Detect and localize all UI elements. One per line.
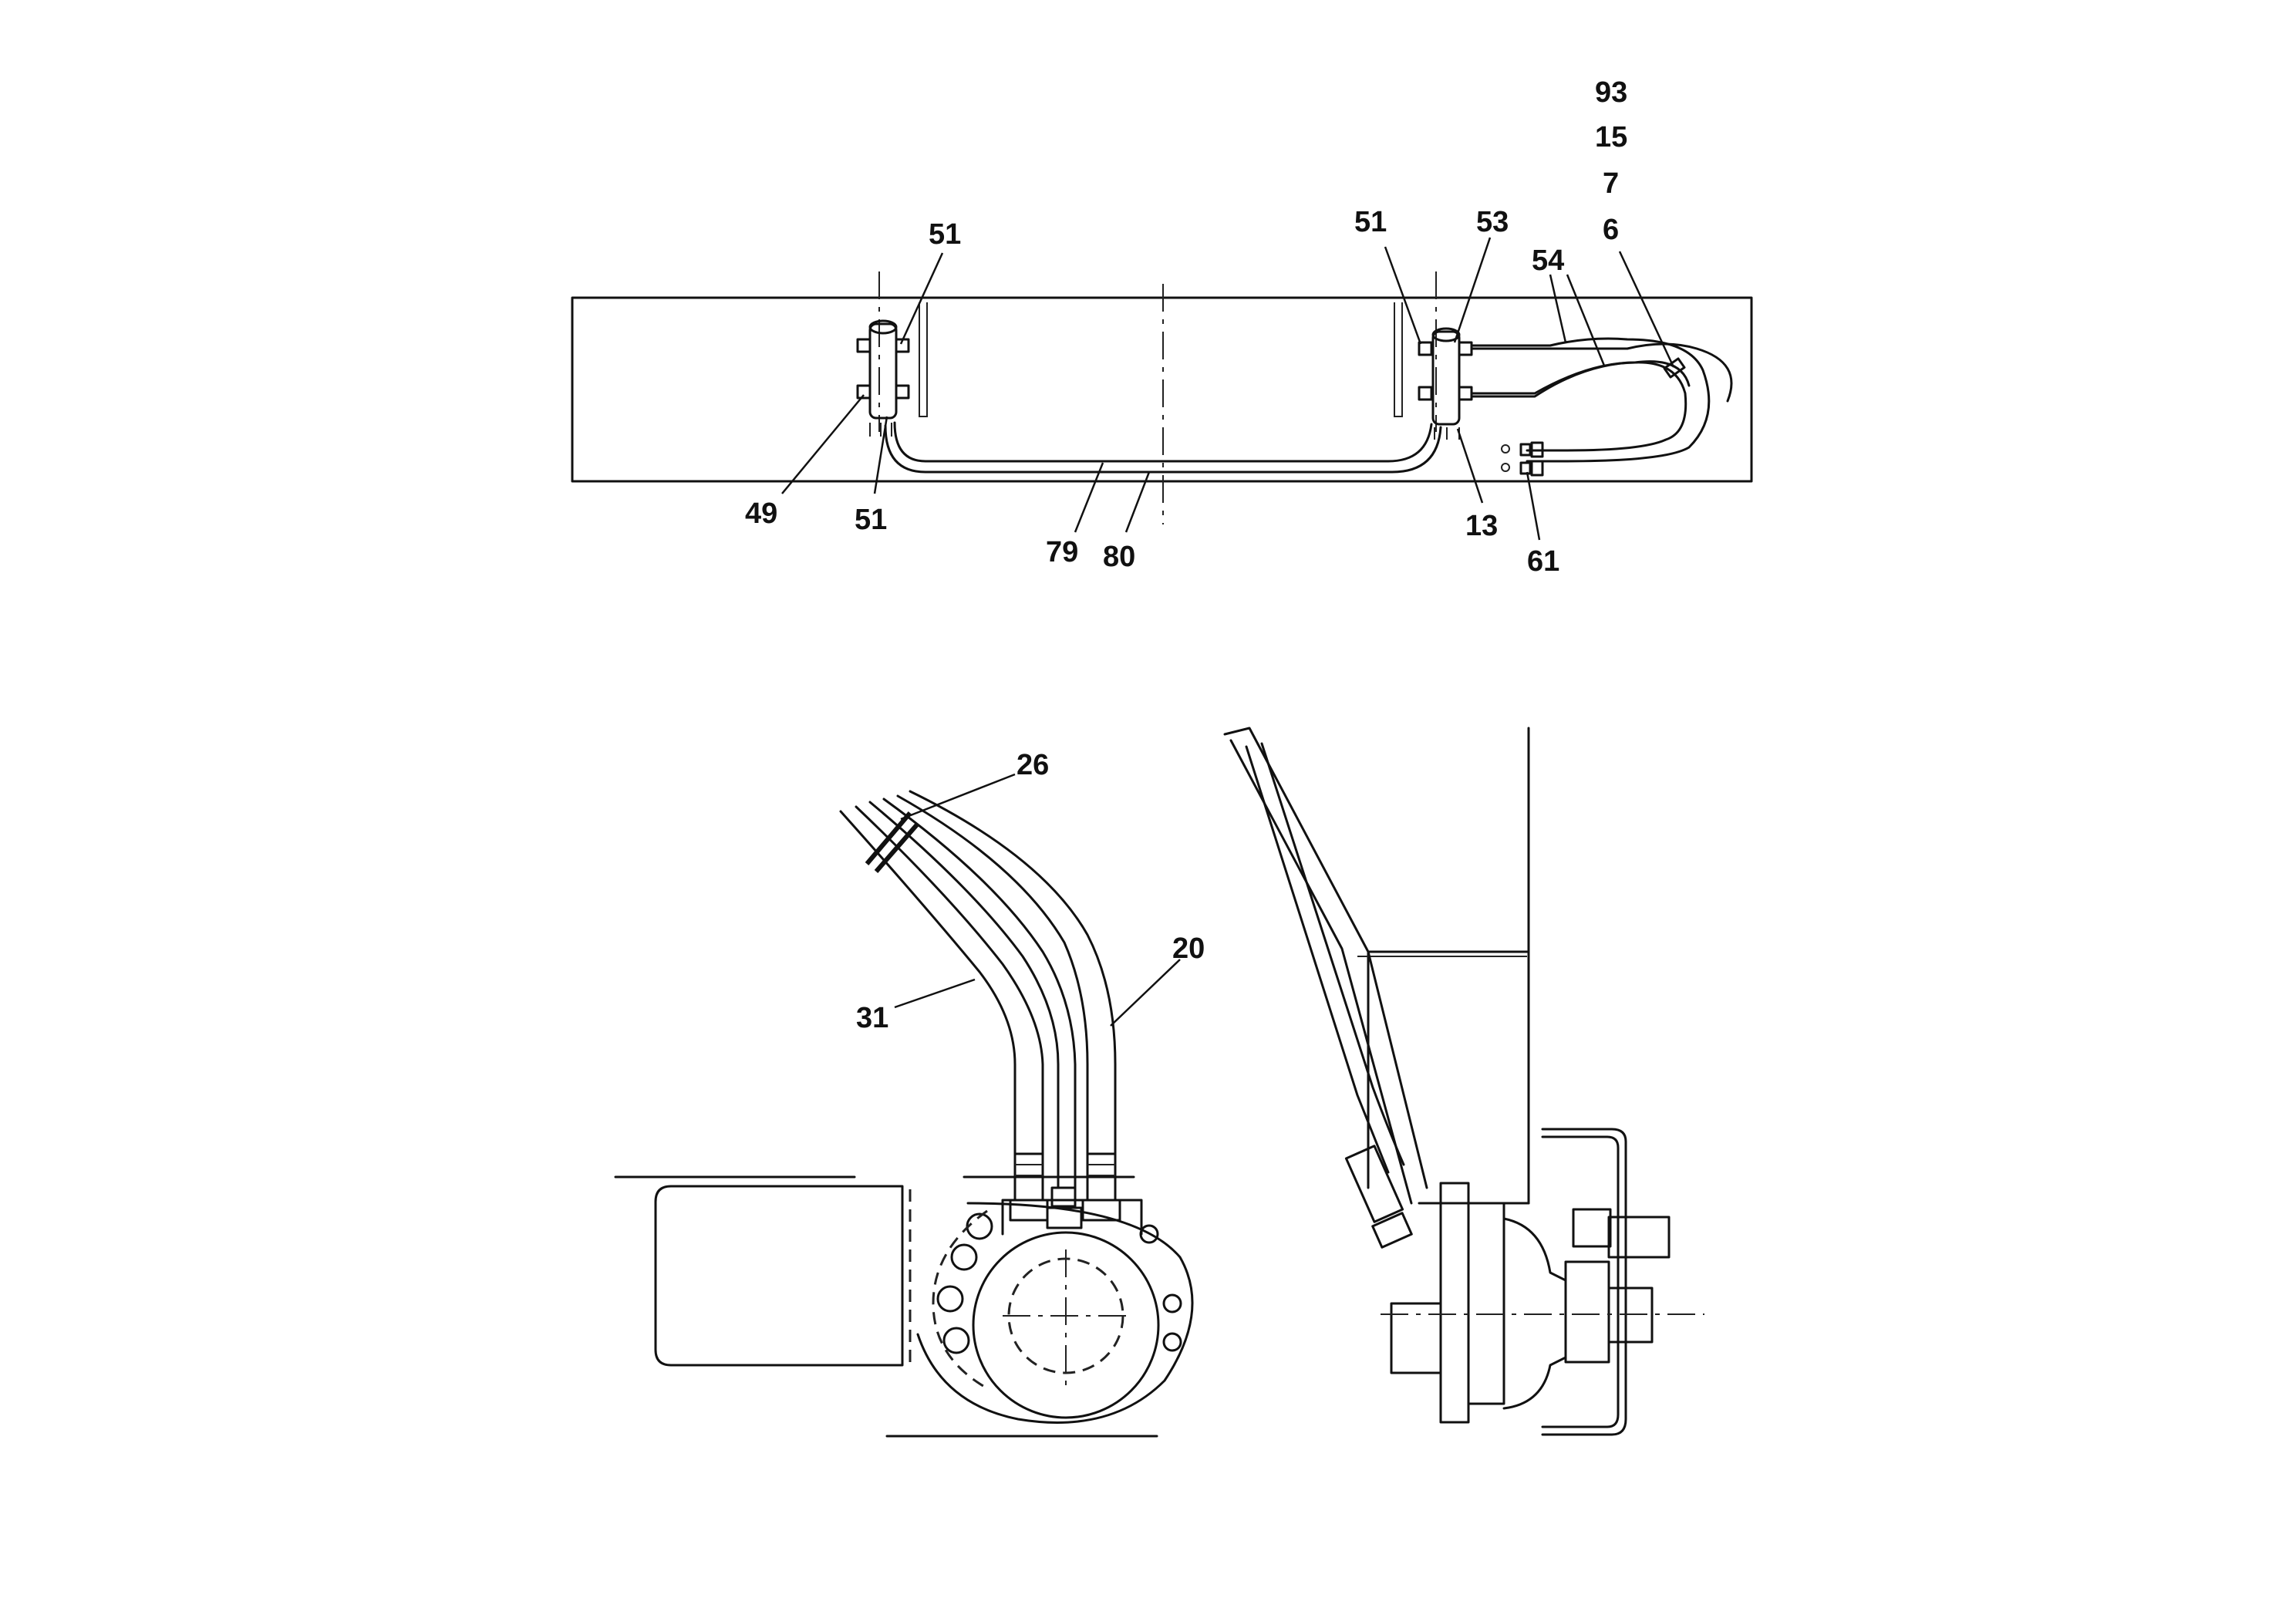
top-view: 93 15 7 6 51 49 51 79 80 51 53 54 13 61 (571, 76, 1753, 578)
hose-79 (893, 421, 1433, 463)
callout-51-left-bottom: 51 (855, 504, 887, 536)
leader-13 (1456, 428, 1484, 504)
side-hose-inner (1260, 742, 1405, 1166)
callout-6: 6 (1603, 214, 1619, 246)
hose-loop-outer (1472, 337, 1711, 463)
manifold-top (1001, 1199, 1143, 1236)
hose-clamp-26b (874, 822, 920, 873)
leader-80 (1124, 471, 1151, 533)
leader-53 (1453, 237, 1492, 343)
leader-49 (781, 394, 865, 494)
hose-fittings (1009, 1152, 1121, 1229)
callout-51-right: 51 (1354, 206, 1387, 238)
motor-adapter-side (1467, 1202, 1505, 1405)
leader-54-a (1549, 274, 1567, 343)
callout-20: 20 (1172, 932, 1205, 965)
callout-49: 49 (745, 497, 777, 530)
housing-block (654, 1185, 904, 1367)
bulkhead-fittings (1501, 441, 1544, 477)
side-hose-fitting (1344, 1145, 1404, 1223)
callout-31: 31 (856, 1002, 888, 1034)
hose-54-lower (1470, 360, 1691, 395)
diagonal-arm-outer (1223, 727, 1428, 1189)
diagonal-arm-inner (1229, 739, 1413, 1205)
callout-51-left-top: 51 (929, 218, 961, 251)
leader-79 (1074, 462, 1104, 533)
callout-79: 79 (1046, 536, 1078, 568)
sensor-cap (1572, 1208, 1612, 1248)
bolt-circle-hidden (932, 1209, 988, 1390)
sensor-block (1607, 1216, 1671, 1259)
leader-51-left-bottom (873, 416, 888, 494)
callout-7: 7 (1603, 167, 1619, 200)
callout-53: 53 (1476, 206, 1509, 238)
callout-15: 15 (1595, 121, 1627, 153)
leader-6 (1618, 251, 1675, 368)
callout-80: 80 (1103, 541, 1135, 573)
leader-20 (1110, 959, 1181, 1027)
hose-80 (884, 424, 1442, 474)
callout-61: 61 (1527, 545, 1559, 578)
callout-26: 26 (1017, 749, 1049, 781)
hose-20-inner (896, 794, 1089, 1155)
side-hose-fitting-nut (1371, 1212, 1413, 1249)
hose-31-inner (855, 805, 1044, 1155)
side-view (1223, 727, 1704, 1436)
front-view: 26 20 31 (614, 749, 1205, 1438)
motor-flange-side (1439, 1182, 1470, 1424)
leader-31 (894, 978, 976, 1009)
hose-mid-b (882, 798, 1077, 1189)
callout-13: 13 (1465, 510, 1498, 542)
flange-plate (916, 1202, 1194, 1424)
leader-51-right (1384, 246, 1422, 345)
side-hose-outer (1245, 745, 1390, 1174)
motor-hub-side (1564, 1260, 1610, 1364)
hose-loop-inner (1472, 361, 1687, 452)
leader-51-left-top (899, 252, 944, 345)
hose-mid-a (868, 801, 1060, 1189)
cross-member (919, 302, 1403, 417)
callout-54: 54 (1532, 244, 1564, 277)
left-valve-block (856, 319, 910, 437)
right-valve-block (1418, 327, 1473, 440)
leader-54-b (1566, 274, 1606, 366)
leader-61 (1526, 471, 1541, 541)
pipe-bracket-inner (1541, 1135, 1620, 1428)
pipe-bracket (1541, 1128, 1627, 1436)
hose-54-upper (1470, 342, 1733, 403)
motor-body (972, 1231, 1160, 1419)
leader-26 (900, 773, 1016, 821)
motor-rear-left (1390, 1302, 1442, 1374)
callout-93: 93 (1595, 76, 1627, 109)
hose-clamp-26 (865, 811, 912, 865)
hose-20-outer (909, 790, 1117, 1155)
frame-beam (571, 296, 1753, 483)
